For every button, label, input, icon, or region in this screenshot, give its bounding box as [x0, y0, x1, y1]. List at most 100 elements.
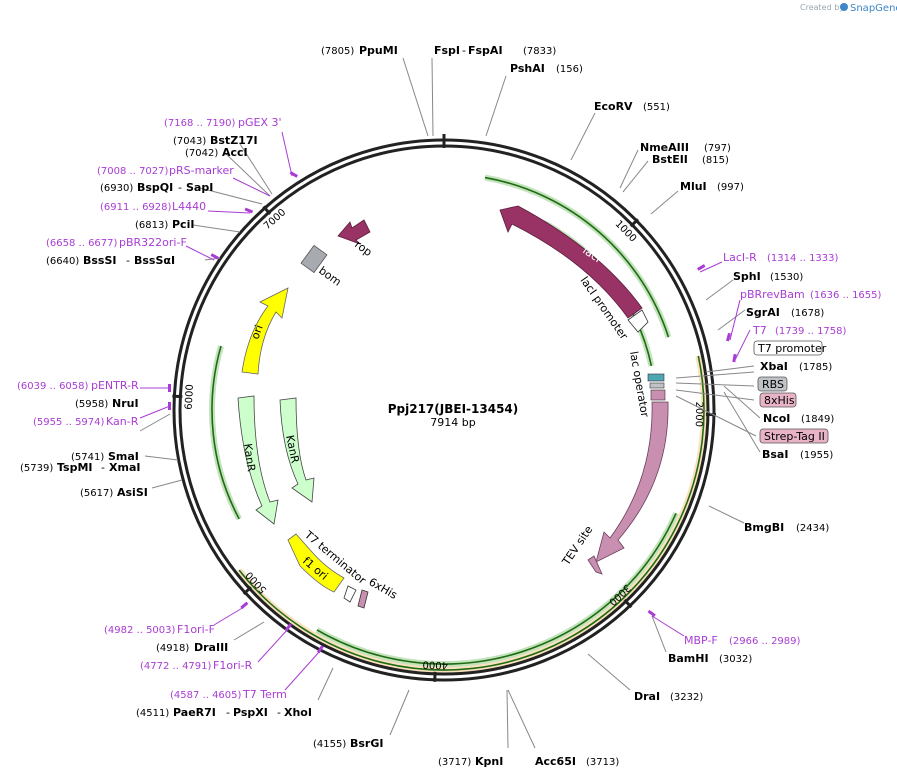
orf-arc-kanr: [211, 345, 240, 520]
primer-F1ori-F[interactable]: F1ori-F: [177, 623, 215, 636]
6xHis-label: 6xHis: [367, 575, 400, 602]
primer-pos-pBRrevBam: (1636 .. 1655): [810, 290, 882, 301]
enzyme-KpnI[interactable]: KpnI: [475, 755, 503, 768]
ori-arrow[interactable]: [241, 287, 289, 375]
enzyme-pos-BssSI: (6640): [46, 256, 79, 267]
enzyme-BspQI[interactable]: BspQI: [137, 181, 173, 194]
enzyme-pos-NruI: (5958): [75, 399, 108, 410]
ori-label: ori: [249, 323, 266, 341]
enzyme-PciI[interactable]: PciI: [172, 218, 194, 231]
enzyme-FspI[interactable]: FspI: [434, 44, 460, 57]
lacI-promoter-arrow[interactable]: [627, 309, 649, 333]
primer-pBR322ori-F[interactable]: pBR322ori-F: [119, 236, 187, 249]
enzyme-BmgBI[interactable]: BmgBI: [744, 521, 784, 534]
enzyme-pos-DraIII: (4918): [156, 643, 189, 654]
enzyme-pos-BspQI: (6930): [100, 183, 133, 194]
lacI-arrow[interactable]: [499, 205, 643, 319]
enzyme-pos-MluI: (997): [717, 182, 744, 193]
enzyme-BsrGI[interactable]: BsrGI: [350, 737, 383, 750]
primer-pos-LacI-R: (1314 .. 1333): [767, 253, 839, 264]
primer-pGEX3[interactable]: pGEX 3': [238, 116, 282, 129]
enzyme-NcoI[interactable]: NcoI: [763, 412, 790, 425]
enzyme-EcoRV[interactable]: EcoRV: [594, 100, 633, 113]
enzyme-XbaI[interactable]: XbaI: [760, 360, 788, 373]
enzyme-BstZ17I[interactable]: BstZ17I: [210, 134, 258, 147]
enzyme-separator: -: [226, 706, 230, 719]
enzyme-TspMI[interactable]: TspMI: [57, 461, 93, 474]
enzyme-NruI[interactable]: NruI: [112, 397, 139, 410]
primer-L4440[interactable]: L4440: [172, 200, 206, 213]
primer-pBRrevBam[interactable]: pBRrevBam: [740, 288, 805, 301]
enzyme-pos-BamHI: (3032): [719, 654, 752, 665]
8xhis-block[interactable]: [650, 389, 666, 401]
T7-terminator-arrow[interactable]: [343, 585, 357, 603]
primer-pRS-marker[interactable]: pRS-marker: [169, 164, 234, 177]
enzyme-NmeAIII[interactable]: NmeAIII: [640, 141, 689, 154]
primer-T7-Term[interactable]: T7 Term: [242, 688, 287, 701]
boxed-feature-T7-promoter-label: T7 promoter: [757, 342, 827, 355]
boxed-feature-Strep-Tag-II-label: Strep-Tag II: [764, 430, 825, 443]
tick-mark: [623, 598, 633, 609]
enzyme-FspAI[interactable]: FspAI: [468, 44, 503, 57]
enzyme-XmaI[interactable]: XmaI: [109, 461, 140, 474]
enzyme-BamHI[interactable]: BamHI: [668, 652, 709, 665]
enzyme-SmaI[interactable]: SmaI: [108, 450, 139, 463]
tick-mark: [172, 394, 183, 399]
boxed-feature-Strep-Tag-II[interactable]: Strep-Tag II: [759, 428, 829, 444]
enzyme-PshAI[interactable]: PshAI: [510, 62, 545, 75]
enzyme-SapI[interactable]: SapI: [186, 181, 213, 194]
enzyme-MluI[interactable]: MluI: [680, 180, 707, 193]
f1-ori-arrow[interactable]: [287, 533, 345, 593]
primer-F1ori-R[interactable]: F1ori-R: [213, 659, 253, 672]
enzyme-pos-SgrAI: (1678): [791, 308, 824, 319]
enzyme-DraIII[interactable]: DraIII: [194, 641, 228, 654]
tick-mark: [629, 218, 640, 228]
enzyme-BssSI[interactable]: BssSI: [83, 254, 117, 267]
enzyme-pos-EcoRV: (551): [643, 102, 670, 113]
primer-pos-pGEX3: (7168 .. 7190): [164, 118, 236, 129]
enzyme-AccI[interactable]: AccI: [222, 146, 248, 159]
enzyme-pos-TspMI: (5739): [20, 463, 53, 474]
boxed-feature-8xHis[interactable]: 8xHis: [759, 392, 797, 408]
plasmid-length: 7914 bp: [430, 416, 475, 429]
enzyme-PpuMI[interactable]: PpuMI: [359, 44, 398, 57]
enzyme-XhoI[interactable]: XhoI: [284, 706, 312, 719]
enzyme-SgrAI[interactable]: SgrAI: [746, 306, 780, 319]
MBP-arrow[interactable]: [595, 401, 669, 563]
enzyme-BsaI[interactable]: BsaI: [762, 448, 788, 461]
KanR-arrow-2[interactable]: [279, 397, 315, 503]
primer-T7[interactable]: T7: [752, 324, 767, 337]
primer-MBP-F[interactable]: MBP-F: [684, 634, 718, 647]
bom-block[interactable]: [300, 244, 328, 274]
enzyme-pos-PshAI: (156): [556, 64, 583, 75]
enzyme-BstEII[interactable]: BstEII: [652, 153, 688, 166]
enzyme-Acc65I[interactable]: Acc65I: [535, 755, 576, 768]
primer-pENTR-R[interactable]: pENTR-R: [91, 379, 139, 392]
boxed-feature-8xHis-label: 8xHis: [764, 394, 795, 407]
KanR-arrow-1[interactable]: [237, 395, 279, 525]
enzyme-separator: -: [126, 254, 130, 267]
primer-LacI-R[interactable]: LacI-R: [723, 251, 757, 264]
enzyme-SphI[interactable]: SphI: [733, 270, 761, 283]
enzyme-DraI[interactable]: DraI: [634, 690, 660, 703]
TEV-site-arrow[interactable]: [587, 555, 603, 575]
orf-arc-mbp-outer: [238, 355, 705, 671]
rop-arrow[interactable]: [337, 219, 371, 245]
primer-Kan-R[interactable]: Kan-R: [106, 415, 139, 428]
enzyme-separator: -: [277, 706, 281, 719]
enzyme-BssSaI[interactable]: BssSαI: [134, 254, 175, 267]
enzyme-pos-DraI: (3232): [670, 692, 703, 703]
boxed-feature-T7-promoter[interactable]: T7 promoter: [753, 340, 827, 356]
rbs-block[interactable]: [649, 382, 665, 389]
enzyme-PaeR7I[interactable]: PaeR7I: [173, 706, 216, 719]
enzyme-PspXI[interactable]: PspXI: [233, 706, 268, 719]
enzyme-pos-BsrGI: (4155): [313, 739, 346, 750]
credit-brand: SnapGene: [850, 3, 897, 14]
enzyme-AsiSI[interactable]: AsiSI: [117, 486, 148, 499]
6xHis-arrow[interactable]: [357, 589, 369, 609]
boxed-feature-RBS[interactable]: RBS: [757, 376, 788, 392]
primer-pos-F1ori-R: (4772 .. 4791): [140, 661, 212, 672]
lac-operator-block[interactable]: [647, 373, 665, 382]
enzyme-pos-NcoI: (1849): [801, 414, 834, 425]
